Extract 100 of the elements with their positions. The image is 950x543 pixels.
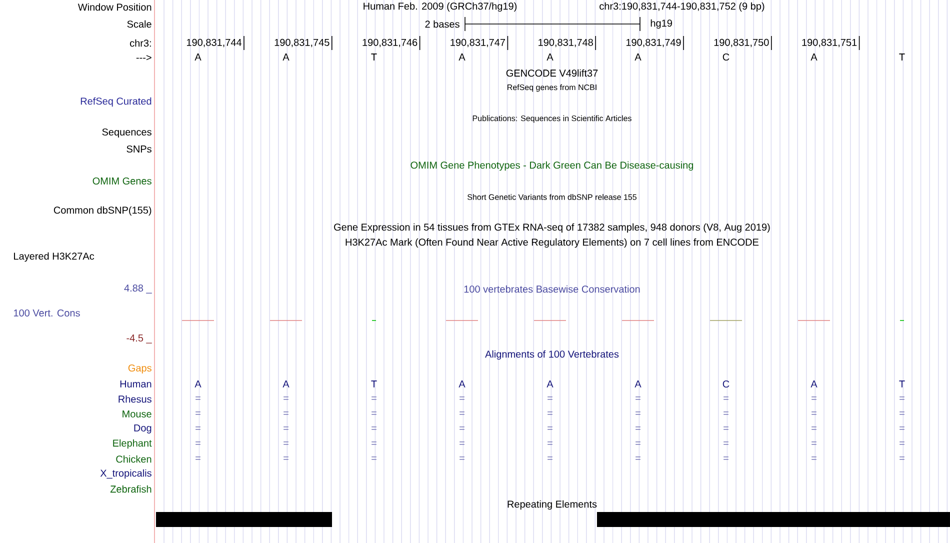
match-mark: = — [196, 426, 200, 430]
track-title: OMIM Gene Phenotypes - Dark Green Can Be Disease-causing — [410, 161, 694, 171]
match-mark: = — [460, 396, 464, 400]
match-mark: = — [724, 456, 728, 460]
match-mark: = — [900, 412, 904, 415]
match-mark: = — [636, 426, 640, 430]
track-title: chr3:190,831,744-190,831,752 (9 bp) — [600, 2, 764, 12]
base-letter: A — [458, 380, 466, 388]
track-title: Short Genetic Variants from dbSNP release 155 — [468, 194, 636, 200]
track-label: Sequences — [102, 128, 152, 138]
match-mark: = — [196, 412, 200, 415]
match-mark: = — [636, 396, 640, 400]
match-mark: = — [372, 396, 376, 400]
base-letter: T — [371, 380, 377, 388]
track-label: chr3: — [130, 39, 151, 47]
position-number: 190,831,749 — [626, 38, 681, 48]
match-mark: = — [548, 456, 552, 460]
species-label: Zebrafish — [110, 485, 152, 493]
base-letter: C — [722, 53, 730, 61]
repeat-block — [156, 512, 332, 527]
position-number: 190,831,746 — [362, 38, 418, 48]
track-title: 100 vertebrates Basewise Conservation — [464, 285, 640, 293]
track-label: OMIM Genes — [92, 177, 152, 185]
position-number: 190,831,750 — [714, 38, 769, 48]
match-mark: = — [724, 396, 728, 400]
base-letter: C — [722, 380, 730, 388]
match-mark: = — [284, 412, 288, 415]
species-label: Dog — [134, 424, 152, 434]
track-title: Human Feb. 2009 (GRCh37/hg19) — [364, 2, 517, 12]
match-mark: = — [460, 426, 464, 430]
match-mark: = — [812, 396, 816, 400]
track-label: 100 Vert. Cons — [14, 309, 80, 317]
track-label: Window Position — [78, 3, 152, 11]
base-letter: T — [899, 54, 905, 60]
match-mark: = — [372, 456, 376, 460]
match-mark: = — [460, 412, 464, 415]
match-mark: = — [548, 426, 552, 430]
match-mark: = — [724, 412, 728, 415]
match-mark: = — [548, 442, 552, 445]
base-letter: A — [810, 380, 818, 388]
species-label: Chicken — [116, 455, 152, 463]
match-mark: = — [812, 412, 816, 415]
track-title: H3K27Ac Mark (Often Found Near Active Regulatory Elements) on 7 cell lines from ENCODE — [346, 238, 759, 248]
match-mark: = — [724, 442, 728, 445]
species-label: Rhesus — [118, 395, 152, 403]
base-letter: A — [634, 380, 642, 388]
match-mark: = — [284, 456, 288, 460]
track-label: ---> — [136, 55, 152, 60]
track-title: Alignments of 100 Vertebrates — [485, 350, 619, 360]
track-label: Layered H3K27Ac — [14, 252, 94, 262]
position-number: 190,831,751 — [802, 38, 857, 48]
scale-text: hg19 — [650, 19, 672, 29]
base-letter: T — [371, 54, 377, 60]
base-letter: A — [282, 54, 290, 60]
match-mark: = — [196, 456, 200, 460]
match-mark: = — [196, 396, 200, 400]
position-number: 190,831,747 — [450, 38, 505, 48]
match-mark: = — [636, 456, 640, 460]
track-label: Gaps — [128, 364, 152, 374]
position-number: 190,831,744 — [186, 38, 242, 48]
match-mark: = — [284, 396, 288, 400]
match-mark: = — [284, 442, 288, 445]
track-title: GENCODE V49lift37 — [506, 69, 598, 77]
match-mark: = — [812, 442, 816, 445]
position-number: 190,831,748 — [538, 38, 593, 48]
match-mark: = — [548, 396, 552, 400]
track-title: Gene Expression in 54 tissues from GTEx RNA-seq of 17382 samples, 948 donors (V8, Aug 2019) — [334, 223, 770, 233]
match-mark: = — [900, 426, 904, 430]
match-mark: = — [812, 426, 816, 430]
track-title: RefSeq genes from NCBI — [508, 84, 596, 92]
base-letter: A — [546, 380, 554, 388]
match-mark: = — [636, 442, 640, 445]
track-title: Publications: Sequences in Scientific Articles — [472, 115, 632, 123]
species-label: Mouse — [122, 410, 152, 418]
match-mark: = — [812, 456, 816, 460]
match-mark: = — [724, 426, 728, 430]
species-label: Human — [120, 380, 152, 388]
position-number: 190,831,745 — [274, 38, 330, 48]
track-title: Repeating Elements — [508, 500, 597, 510]
species-label: X_tropicalis — [100, 469, 152, 479]
match-mark: = — [900, 456, 904, 460]
match-mark: = — [284, 426, 288, 430]
scale-text: 2 bases — [425, 20, 460, 28]
base-letter: A — [810, 54, 818, 60]
repeat-block — [597, 512, 950, 527]
track-label: SNPs — [126, 145, 152, 153]
base-letter: A — [194, 54, 202, 60]
track-label: Common dbSNP(155) — [54, 206, 152, 216]
match-mark: = — [372, 426, 376, 430]
match-mark: = — [548, 412, 552, 415]
track-label: RefSeq Curated — [80, 97, 152, 107]
base-letter: T — [899, 380, 905, 388]
base-letter: A — [282, 380, 290, 388]
base-letter: A — [458, 54, 466, 60]
match-mark: = — [460, 442, 464, 445]
match-mark: = — [372, 442, 376, 445]
base-letter: A — [634, 54, 642, 60]
match-mark: = — [372, 412, 376, 415]
match-mark: = — [460, 456, 464, 460]
axis-value: 4.88 _ — [124, 284, 152, 294]
